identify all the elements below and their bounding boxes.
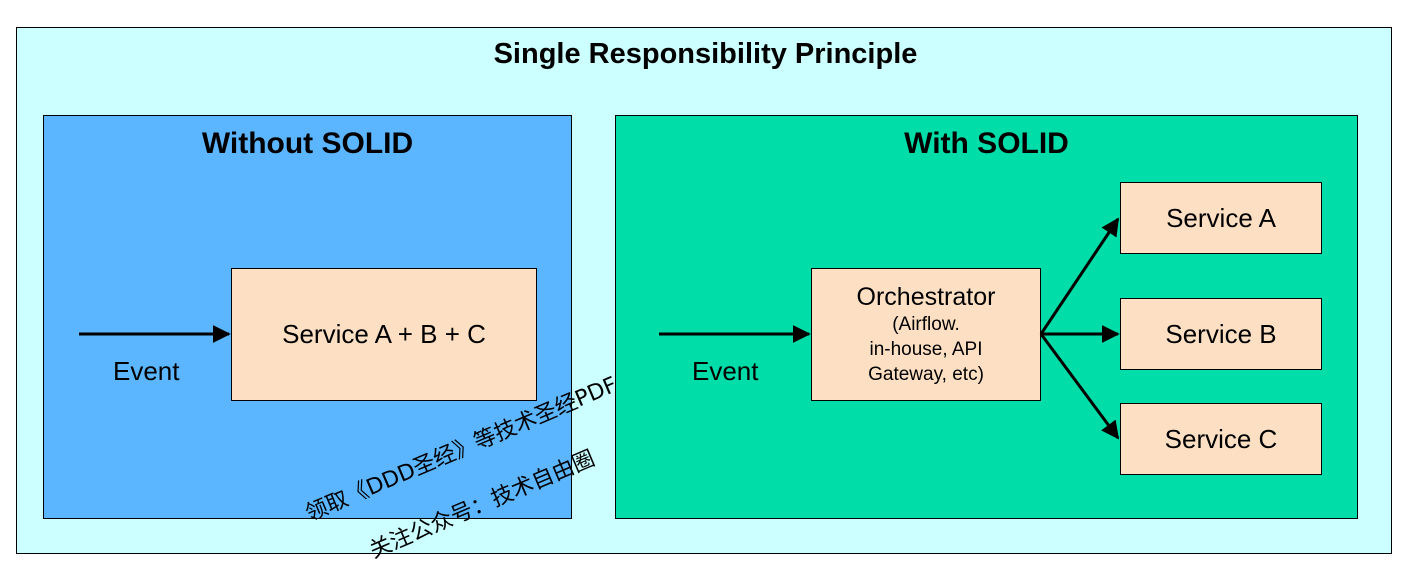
monolith-service-label: Service A + B + C [282,319,486,349]
service-b-box: Service B [1120,298,1322,370]
service-c-label: Service C [1164,423,1278,454]
service-a-label: Service A [1166,202,1276,233]
service-a-box: Service A [1120,182,1322,254]
orchestrator-to-service-c-arrow [1039,333,1120,440]
without-solid-title: Without SOLID [201,127,414,160]
monolith-service-box: Service A + B + C [231,268,537,401]
right-event-label: Event [692,356,759,386]
orchestrator-detail-2: in-house, API [869,339,983,360]
orchestrator-detail-1: (Airflow. [892,314,960,335]
service-c-box: Service C [1120,403,1322,475]
orchestrator-to-service-a-arrow [1039,217,1120,335]
orchestrator-title: Orchestrator [856,283,996,311]
with-solid-title: With SOLID [904,127,1069,160]
left-event-label: Event [113,356,180,386]
service-b-label: Service B [1165,318,1277,349]
orchestrator-detail-3: Gateway, etc) [868,364,984,385]
orchestrator-box: Orchestrator (Airflow. in-house, API Gat… [811,268,1041,401]
diagram-title: Single Responsibility Principle [493,38,918,70]
